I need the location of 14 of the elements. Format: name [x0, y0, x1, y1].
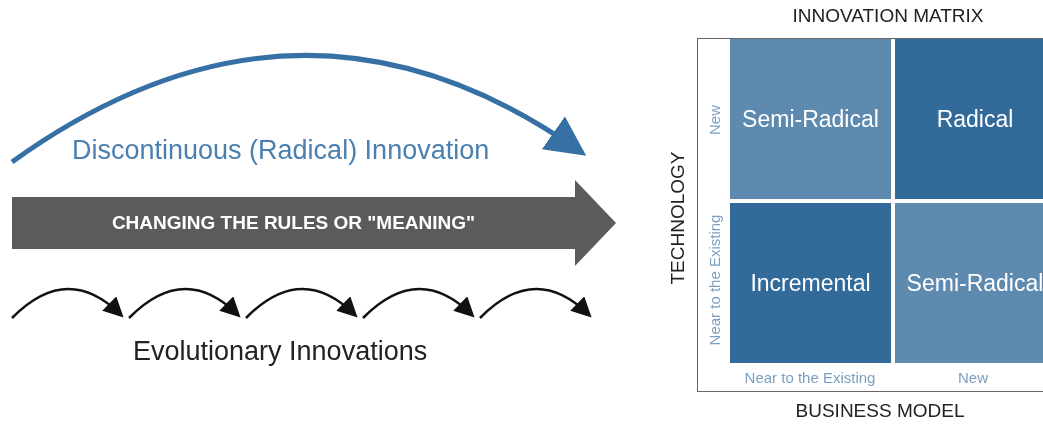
axis-title: BUSINESS MODEL [795, 400, 965, 422]
axis-tick-label: Near to the Existing [744, 368, 876, 386]
caption: Discontinuous (Radical) Innovation [72, 135, 490, 166]
matrix-cell: Semi-Radical [895, 203, 1043, 363]
matrix-title: INNOVATION MATRIX [791, 5, 985, 27]
axis-title: TECHNOLOGY [667, 151, 689, 285]
matrix-cell: Semi-Radical [730, 39, 891, 199]
matrix-cell: Incremental [730, 203, 891, 363]
caption: Evolutionary Innovations [133, 336, 428, 367]
axis-tick-label: New [705, 105, 723, 135]
axis-tick-label: New [958, 368, 988, 386]
matrix-cell: Radical [895, 39, 1043, 199]
axis-tick-label: Near to the Existing [705, 214, 723, 346]
arrow-band: CHANGING THE RULES OR "MEANING" [12, 180, 616, 266]
